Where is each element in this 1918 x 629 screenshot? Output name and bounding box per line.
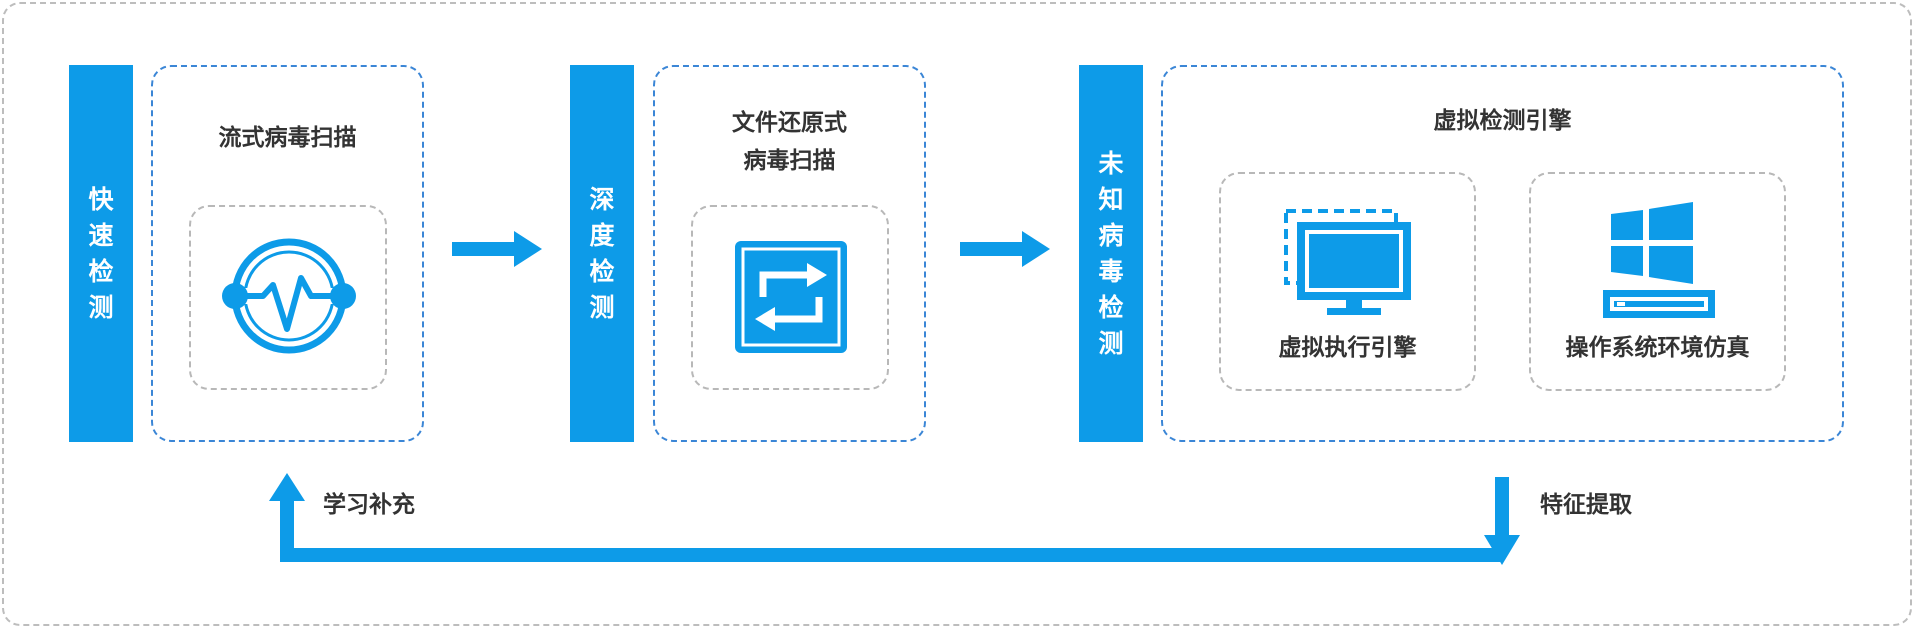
windows-server-icon: [1599, 202, 1719, 320]
icon-box-stream-scan: [189, 205, 387, 390]
card-title-line2: 病毒扫描: [743, 148, 836, 174]
engine-box-virtual-exec: 虚拟执行引擎: [1219, 172, 1476, 391]
waveform-scan-icon: [221, 235, 357, 357]
learn-supplement-label: 学习补充: [323, 492, 415, 518]
engine-box-os-emulation: 操作系统环境仿真: [1529, 172, 1786, 391]
virtual-monitor-icon: [1283, 208, 1413, 316]
flow-arrow-2: [960, 231, 1050, 267]
card-title-virtual-engine: 虚拟检测引擎: [1433, 108, 1572, 134]
stage-bar-unknown: 未知病毒检测: [1079, 65, 1143, 442]
icon-box-file-restore: [691, 205, 889, 390]
flow-arrow-1: [452, 231, 542, 267]
card-title-line1: 文件还原式: [732, 110, 847, 136]
card-stream-scan: 流式病毒扫描: [151, 65, 424, 442]
card-virtual-engine: 虚拟检测引擎 虚拟执行引擎: [1161, 65, 1844, 442]
card-file-restore-scan: 文件还原式 病毒扫描: [653, 65, 926, 442]
feedback-loop-arrow: [264, 473, 1524, 569]
stage-label-fast: 快速检测: [88, 184, 114, 322]
feature-extract-label: 特征提取: [1540, 492, 1632, 518]
stage-label-deep: 深度检测: [589, 184, 615, 322]
card-title-stream-scan: 流式病毒扫描: [218, 125, 357, 151]
restore-arrows-icon: [733, 239, 849, 355]
engine-label-virtual-exec: 虚拟执行引擎: [1278, 335, 1417, 361]
engine-label-os-emulation: 操作系统环境仿真: [1565, 335, 1750, 361]
stage-bar-fast: 快速检测: [69, 65, 133, 442]
stage-label-unknown: 未知病毒检测: [1098, 148, 1124, 358]
stage-bar-deep: 深度检测: [570, 65, 634, 442]
